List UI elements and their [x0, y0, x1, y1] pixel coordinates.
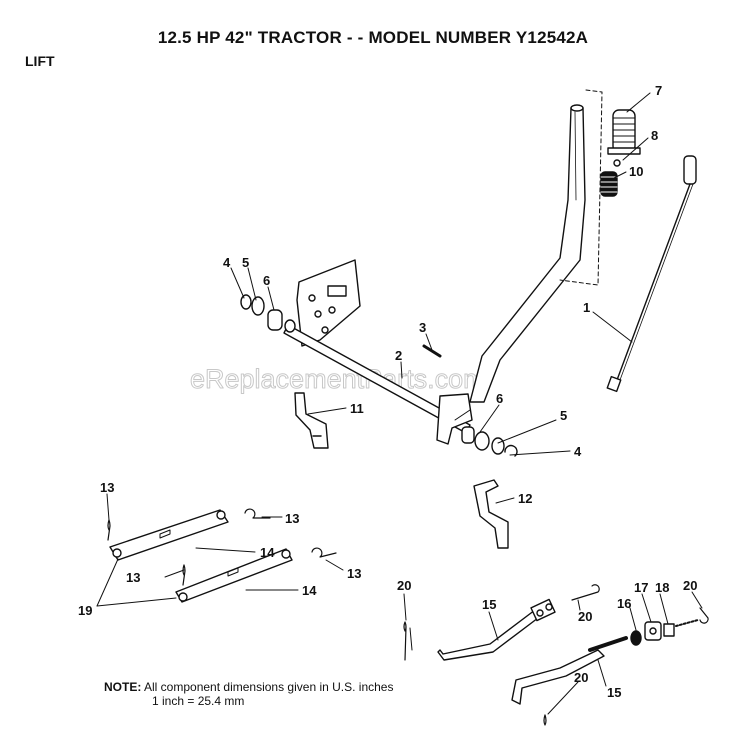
callout-10: 10: [629, 164, 643, 179]
section-label: LIFT: [25, 53, 55, 69]
dimension-note: NOTE: All component dimensions given in …: [104, 680, 393, 708]
retainer-clips: [403, 584, 709, 726]
callout-17: 17: [634, 580, 648, 595]
callout-13-a: 13: [100, 480, 114, 495]
mount-plate: [296, 259, 361, 347]
callout-12: 12: [518, 491, 532, 506]
handle-grip: [607, 109, 641, 155]
callout-8: 8: [651, 128, 658, 143]
note-line-2: 1 inch = 25.4 mm: [152, 694, 245, 708]
callout-3: 3: [419, 320, 426, 335]
adjustment-link-upper: [409, 598, 556, 661]
callout-numbers: 7 8 10 1 4 5 6 3 2 11 6 5 4 12 13 13 14 …: [78, 83, 697, 700]
callout-5-right: 5: [560, 408, 567, 423]
callout-15-b: 15: [607, 685, 621, 700]
callout-13-c: 13: [126, 570, 140, 585]
spring: [600, 171, 618, 197]
watermark-text: eReplacementParts.com: [190, 364, 486, 394]
callout-14-b: 14: [302, 583, 317, 598]
button-part: [613, 159, 621, 167]
left-bushing-stack: [240, 294, 296, 333]
shaft-bracket: [436, 393, 473, 445]
handle-guide-outline: [559, 89, 603, 286]
lift-rod: [606, 155, 697, 393]
lift-arm-left: [294, 392, 329, 449]
callout-20-c: 20: [683, 578, 697, 593]
link-plate-lower: [175, 548, 293, 603]
callout-19: 19: [78, 603, 92, 618]
callout-6-right: 6: [496, 391, 503, 406]
callout-14-a: 14: [260, 545, 275, 560]
link-plate-upper: [109, 509, 229, 561]
callout-1: 1: [583, 300, 590, 315]
callout-7: 7: [655, 83, 662, 98]
callout-15-a: 15: [482, 597, 496, 612]
callout-11: 11: [350, 401, 364, 416]
lift-arm-right: [473, 479, 509, 549]
callout-4-left: 4: [223, 255, 231, 270]
callout-20-a: 20: [397, 578, 411, 593]
leader-lines: [96, 92, 703, 715]
right-bushing-stack: [461, 426, 518, 457]
adjust-hardware: [630, 619, 699, 646]
note-label: NOTE:: [104, 680, 142, 694]
callout-18: 18: [655, 580, 669, 595]
hairpin-clips: [107, 508, 337, 586]
callout-20-d: 20: [574, 670, 588, 685]
callout-16: 16: [617, 596, 631, 611]
callout-5-left: 5: [242, 255, 249, 270]
key-pin: [422, 344, 442, 358]
adjustment-link-lower: [511, 636, 628, 705]
callout-4-right: 4: [574, 444, 582, 459]
lift-handle: [469, 104, 586, 403]
callout-13-b: 13: [285, 511, 299, 526]
callout-20-b: 20: [578, 609, 592, 624]
callout-6-left: 6: [263, 273, 270, 288]
diagram-title: 12.5 HP 42" TRACTOR - - MODEL NUMBER Y12…: [157, 28, 589, 47]
note-line-1: All component dimensions given in U.S. i…: [144, 680, 394, 694]
callout-13-d: 13: [347, 566, 361, 581]
callout-2: 2: [395, 348, 402, 363]
